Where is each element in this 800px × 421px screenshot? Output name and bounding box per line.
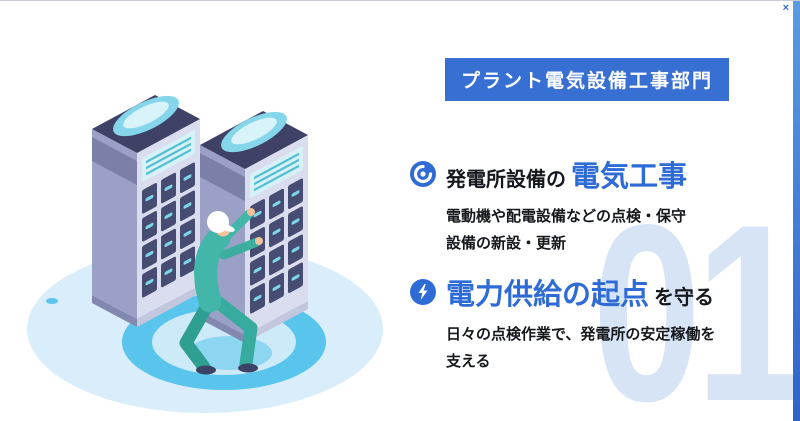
power-circle-icon	[410, 161, 436, 187]
title-highlight: 電気工事	[571, 161, 688, 193]
desc-line: 電動機や配電設備などの点検・保守	[446, 208, 687, 225]
point-power-supply: 電力供給の起点を守る	[410, 271, 750, 313]
title-prefix: 発電所設備の	[446, 169, 566, 191]
point-title: 発電所設備の電気工事	[446, 153, 687, 195]
title-highlight: 電力供給の起点	[446, 279, 650, 311]
desc-line: 設備の新設・更新	[446, 235, 567, 252]
right-edge-strip	[793, 1, 800, 421]
point-description: 電動機や配電設備などの点検・保守 設備の新設・更新	[446, 203, 750, 257]
point-description: 日々の点検作業で、発電所の安定稼働を 支える	[446, 321, 750, 375]
switchgear-cabinet-left	[92, 88, 200, 327]
lightning-bolt-icon	[410, 279, 436, 305]
point-title: 電力供給の起点を守る	[446, 271, 714, 313]
watermark-number: 01	[591, 173, 800, 421]
desc-line: 支える	[446, 353, 491, 370]
desc-line: 日々の点検作業で、発電所の安定稼働を	[446, 326, 716, 343]
title-suffix: を守る	[654, 287, 715, 309]
point-electrical-work: 発電所設備の電気工事	[410, 153, 750, 195]
illustration-electrician-switchgear	[27, 1, 383, 413]
worker-figure	[179, 208, 263, 375]
section-badge: プラント電気設備工事部門	[445, 58, 730, 101]
content-panel: プラント電気設備工事部門 発電所設備の電気工事 電動機や配電設備などの点検・保守…	[410, 58, 750, 375]
close-icon[interactable]: ×	[782, 2, 789, 14]
